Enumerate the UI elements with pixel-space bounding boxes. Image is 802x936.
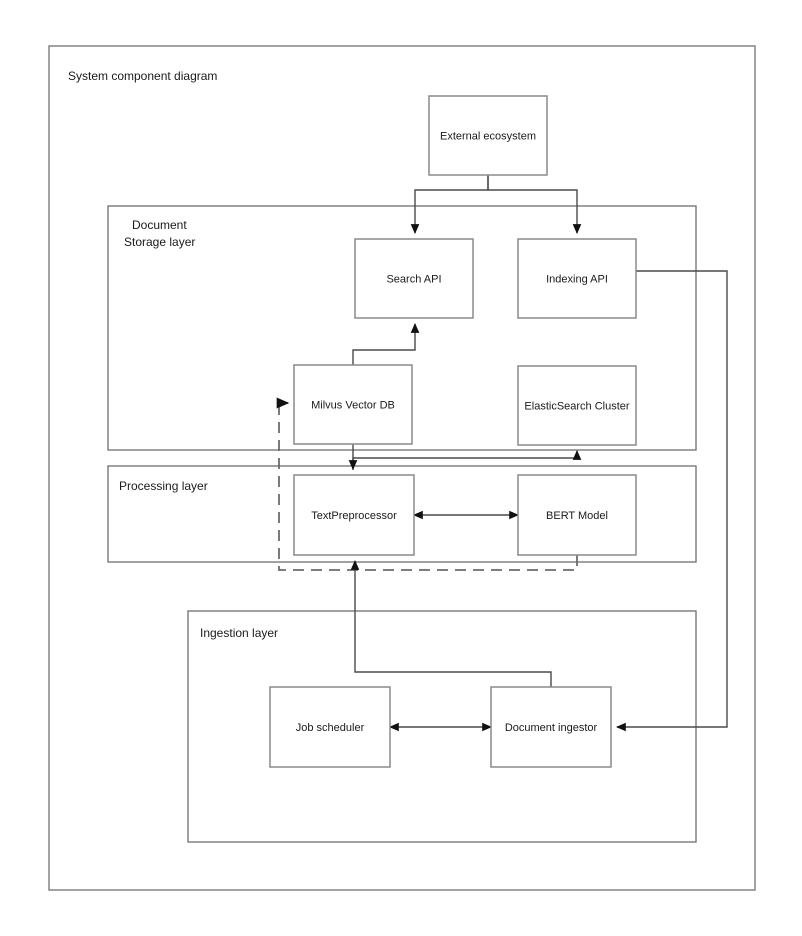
layer-connectors xyxy=(276,175,728,732)
node-label-bert-model: BERT Model xyxy=(546,510,608,522)
node-job-scheduler[interactable]: Job scheduler xyxy=(269,686,391,768)
node-box-external-ecosystem[interactable] xyxy=(428,95,548,176)
node-indexing-api[interactable]: Indexing API xyxy=(517,238,637,319)
group-boundary-document-storage-layer xyxy=(107,205,697,451)
node-label-external-ecosystem: External ecosystem xyxy=(440,130,536,142)
connector-external-ecosystem-to-indexing-api xyxy=(487,175,582,234)
node-box-job-scheduler[interactable] xyxy=(269,686,391,768)
group-label-processing-layer: Processing layer xyxy=(119,479,208,493)
node-elasticsearch-cluster[interactable]: ElasticSearch Cluster xyxy=(517,365,637,446)
connector-milvus-vector-db-to-search-api xyxy=(352,323,420,365)
node-box-bert-model[interactable] xyxy=(517,474,637,556)
node-box-text-preprocessor[interactable] xyxy=(293,474,415,556)
node-label-text-preprocessor: TextPreprocessor xyxy=(311,510,397,522)
group-label-document-storage-layer: Storage layer xyxy=(124,235,195,249)
node-milvus-vector-db[interactable]: Milvus Vector DB xyxy=(293,364,413,445)
connector-document-ingestor-to-text-preprocessor xyxy=(350,560,552,687)
node-search-api[interactable]: Search API xyxy=(354,238,474,319)
connector-indexing-api-to-document-ingestor xyxy=(616,270,728,732)
node-text-preprocessor[interactable]: TextPreprocessor xyxy=(293,474,415,556)
connector-bert-model-to-milvus-vector-db xyxy=(276,397,578,571)
node-external-ecosystem[interactable]: External ecosystem xyxy=(428,95,548,176)
group-boundary-processing-layer xyxy=(107,465,697,563)
node-box-indexing-api[interactable] xyxy=(517,238,637,319)
group-label-document-storage-layer: Document xyxy=(132,218,187,232)
group-processing-layer: Processing layer xyxy=(107,465,697,563)
node-box-search-api[interactable] xyxy=(354,238,474,319)
node-document-ingestor[interactable]: Document ingestor xyxy=(490,686,612,768)
node-label-job-scheduler: Job scheduler xyxy=(296,722,365,734)
node-box-milvus-vector-db[interactable] xyxy=(293,364,413,445)
diagram-frame xyxy=(48,45,756,891)
node-label-indexing-api: Indexing API xyxy=(546,273,608,285)
node-label-document-ingestor: Document ingestor xyxy=(505,722,598,734)
node-bert-model[interactable]: BERT Model xyxy=(517,474,637,556)
node-box-document-ingestor[interactable] xyxy=(490,686,612,768)
group-label-ingestion-layer: Ingestion layer xyxy=(200,626,278,640)
node-label-elasticsearch-cluster: ElasticSearch Cluster xyxy=(524,400,629,412)
diagram-title: System component diagram xyxy=(68,69,217,83)
node-box-elasticsearch-cluster[interactable] xyxy=(517,365,637,446)
node-label-search-api: Search API xyxy=(386,273,441,285)
node-label-milvus-vector-db: Milvus Vector DB xyxy=(311,399,395,411)
